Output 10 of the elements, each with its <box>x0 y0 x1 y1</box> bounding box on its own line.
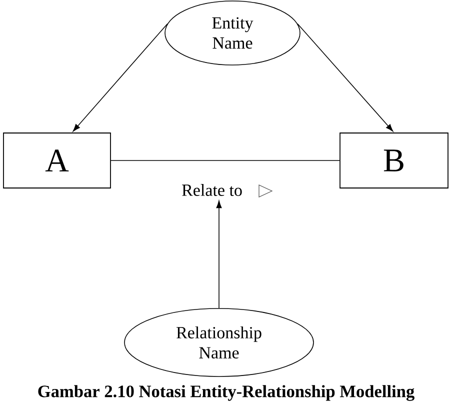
arrow <box>72 23 168 132</box>
caption: Gambar 2.10 Notasi Entity-Relationship Modelling <box>38 385 414 401</box>
arrow <box>297 23 394 132</box>
entity-box: B <box>340 132 448 188</box>
ellipse-node: Entity Name <box>164 0 300 66</box>
connector-line <box>110 160 340 161</box>
ellipse-node: Relationship Name <box>124 308 314 377</box>
entity-box: A <box>3 132 111 188</box>
relation-label: Relate to <box>182 184 242 196</box>
arrow <box>216 200 222 308</box>
